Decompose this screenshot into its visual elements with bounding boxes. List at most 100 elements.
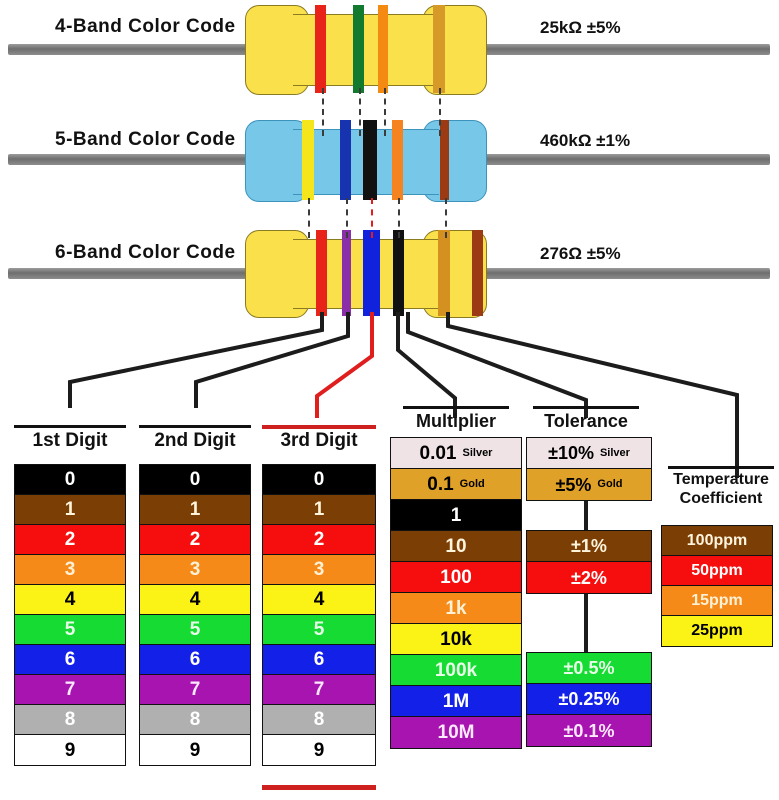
tempco-row-3[interactable]: 25ppm [662, 616, 772, 646]
tolerance-g2-row-1[interactable]: ±0.25% [527, 684, 651, 715]
digit2-header-rule [139, 425, 251, 428]
digit3-row-6[interactable]: 6 [263, 645, 375, 675]
tempco-row-2[interactable]: 15ppm [662, 586, 772, 616]
cell-label: 25ppm [691, 622, 743, 639]
multiplier-row-7[interactable]: 100k [391, 655, 521, 686]
digit2-row-8[interactable]: 8 [140, 705, 250, 735]
tolerance-group-0[interactable]: ±10%Silver ±5% Gold [526, 437, 652, 501]
multiplier-row-3[interactable]: 10 [391, 531, 521, 562]
tempco-row-0[interactable]: 100ppm [662, 526, 772, 556]
cell-label: 1 [313, 499, 325, 520]
tolerance-header: Tolerance [544, 411, 628, 431]
cell-label: 4 [64, 589, 76, 610]
digit1-row-1[interactable]: 1 [15, 495, 125, 525]
digit3-header-rule [262, 425, 376, 429]
digit2-row-3[interactable]: 3 [140, 555, 250, 585]
digit2-row-9[interactable]: 9 [140, 735, 250, 765]
digit1-row-2[interactable]: 2 [15, 525, 125, 555]
digit1-row-6[interactable]: 6 [15, 645, 125, 675]
cell-label: ±1% [571, 536, 607, 556]
digit3-row-1[interactable]: 1 [263, 495, 375, 525]
alignment-guide [384, 88, 386, 136]
digit3-row-7[interactable]: 7 [263, 675, 375, 705]
digit2-row-2[interactable]: 2 [140, 525, 250, 555]
cell-label: 0 [313, 469, 325, 490]
color-band-5 [438, 230, 450, 316]
multiplier-row-8[interactable]: 1M [391, 686, 521, 717]
color-band-4 [433, 5, 445, 93]
color-band-3 [378, 5, 388, 93]
alignment-guide [445, 198, 447, 238]
digit3-row-3[interactable]: 3 [263, 555, 375, 585]
multiplier-row-2[interactable]: 1 [391, 500, 521, 531]
tolerance-g0-row-0[interactable]: ±10%Silver [527, 438, 651, 469]
tolerance-g2-row-2[interactable]: ±0.1% [527, 715, 651, 746]
cell-sublabel: Gold [459, 477, 485, 490]
digit2-header: 2nd Digit [154, 430, 236, 451]
digit3-row-5[interactable]: 5 [263, 615, 375, 645]
cell-label: 4 [313, 589, 325, 610]
cell-label: 10M [437, 722, 475, 743]
cell-label: 1 [64, 499, 76, 520]
tolerance-group-1[interactable]: ±1% ±2% [526, 530, 652, 594]
multiplier-row-9[interactable]: 10M [391, 717, 521, 748]
multiplier-row-5[interactable]: 1k [391, 593, 521, 624]
watermark [296, 330, 308, 344]
color-band-1 [302, 120, 314, 200]
cell-label: 15ppm [691, 591, 743, 609]
alignment-guide [398, 198, 400, 238]
color-band-5 [440, 120, 449, 200]
color-band-2 [340, 120, 351, 200]
multiplier-header: Multiplier [416, 411, 496, 431]
digit1-row-5[interactable]: 5 [15, 615, 125, 645]
cell-sublabel: Silver [599, 446, 630, 459]
cell-label: 2 [313, 529, 325, 550]
alignment-guide [322, 88, 324, 136]
digit3-row-9[interactable]: 9 [263, 735, 375, 765]
tolerance-g2-row-0[interactable]: ±0.5% [527, 653, 651, 684]
resistor-6band-body [245, 230, 487, 318]
color-band-4 [393, 230, 404, 316]
multiplier-row-4[interactable]: 100 [391, 562, 521, 593]
digit3-row-0[interactable]: 0 [263, 465, 375, 495]
digit2-row-7[interactable]: 7 [140, 675, 250, 705]
digit1-row-9[interactable]: 9 [15, 735, 125, 765]
digit1-row-7[interactable]: 7 [15, 675, 125, 705]
digit3-row-2[interactable]: 2 [263, 525, 375, 555]
digit3-row-4[interactable]: 4 [263, 585, 375, 615]
tolerance-group-2[interactable]: ±0.5%±0.25%±0.1% [526, 652, 652, 747]
tolerance-g1-row-0[interactable]: ±1% [527, 531, 651, 562]
cell-label: 1M [442, 690, 470, 712]
cell-label: ±5% [555, 474, 592, 495]
cell-sublabel: Gold [597, 478, 623, 490]
digit2-row-1[interactable]: 1 [140, 495, 250, 525]
cell-label: 0 [189, 469, 201, 490]
tempco-header-line1: Temperature [673, 471, 769, 488]
digit3-footer-rule [262, 785, 376, 790]
resistor-6band-row: 6-Band Color Code 276Ω ±5% [0, 222, 779, 322]
digit3-row-8[interactable]: 8 [263, 705, 375, 735]
tempco-row-1[interactable]: 50ppm [662, 556, 772, 586]
tolerance-g1-row-1[interactable]: ±2% [527, 562, 651, 593]
digit2-row-6[interactable]: 6 [140, 645, 250, 675]
cell-label: 7 [64, 679, 76, 700]
multiplier-row-6[interactable]: 10k [391, 624, 521, 655]
digit2-row-4[interactable]: 4 [140, 585, 250, 615]
cell-label: 6 [313, 649, 325, 670]
digit2-row-5[interactable]: 5 [140, 615, 250, 645]
alignment-guide [439, 88, 441, 136]
digit1-row-8[interactable]: 8 [15, 705, 125, 735]
tolerance-g0-row-1[interactable]: ±5% Gold [527, 469, 651, 500]
digit2-row-0[interactable]: 0 [140, 465, 250, 495]
cell-label: ±2% [571, 567, 607, 588]
digit1-row-3[interactable]: 3 [15, 555, 125, 585]
digit1-row-4[interactable]: 4 [15, 585, 125, 615]
digit1-row-0[interactable]: 0 [15, 465, 125, 495]
